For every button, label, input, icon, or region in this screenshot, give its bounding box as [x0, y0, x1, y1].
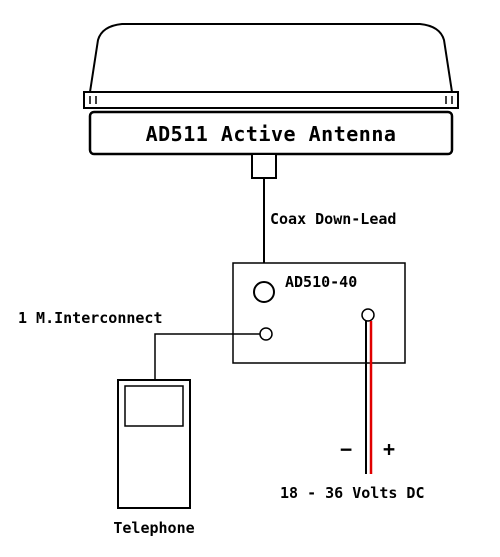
telephone-display	[124, 385, 184, 427]
coax-label: Coax Down-Lead	[270, 210, 396, 228]
antenna-input-port	[253, 281, 275, 303]
module: AD510-40	[232, 262, 406, 364]
antenna: AD511 Active Antenna	[83, 23, 459, 179]
phone-port	[259, 327, 273, 341]
antenna-label: AD511 Active Antenna	[146, 122, 397, 146]
antenna-collar-ridges	[89, 96, 453, 104]
antenna-collar	[83, 91, 459, 109]
module-box	[232, 262, 406, 364]
power-label: 18 - 36 Volts DC	[280, 484, 425, 502]
antenna-connector	[251, 153, 277, 179]
power-port	[361, 308, 375, 322]
interconnect-label: 1 M.Interconnect	[18, 309, 163, 327]
power-minus-sign: −	[340, 437, 352, 461]
telephone-label: Telephone	[113, 519, 194, 537]
telephone	[117, 379, 191, 509]
power-plus-sign: +	[383, 437, 395, 461]
interconnect-cable	[154, 333, 260, 380]
module-label: AD510-40	[285, 273, 357, 291]
antenna-dome	[88, 23, 454, 93]
